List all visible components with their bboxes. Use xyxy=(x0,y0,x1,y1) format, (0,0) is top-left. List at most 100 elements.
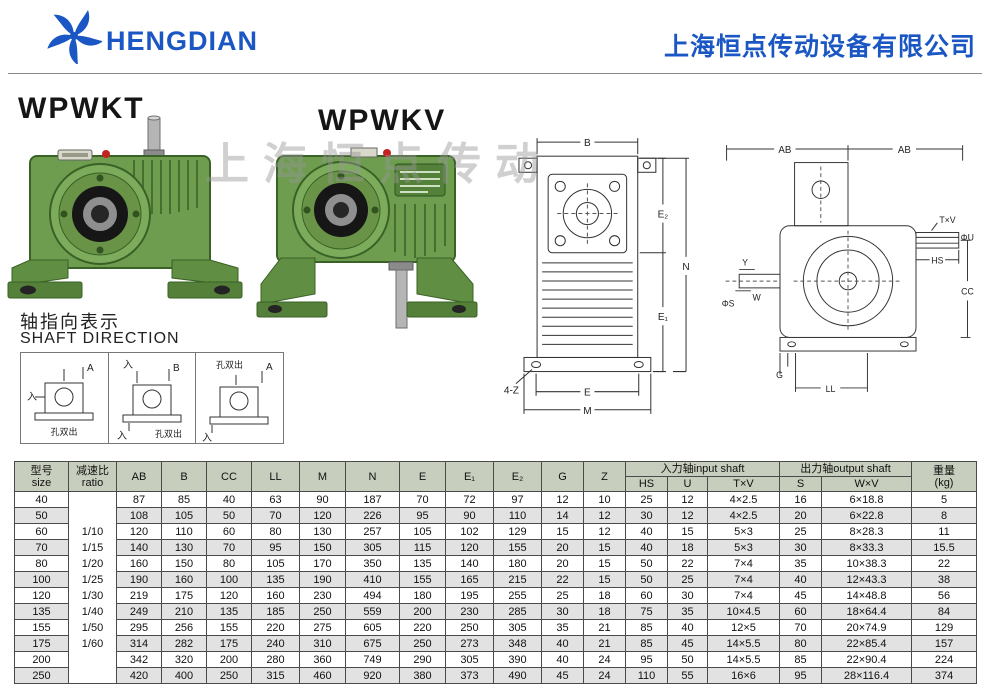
table-cell: 120 xyxy=(206,587,252,604)
table-cell: 16×6 xyxy=(706,667,781,684)
table-cell: 15 xyxy=(583,539,626,556)
table-cell: 30 xyxy=(667,587,708,604)
dim-label-txv: T×V xyxy=(939,215,955,225)
shaft-direction-label-cn: 轴指向表示 xyxy=(20,312,120,332)
table-cell: 200 xyxy=(206,651,252,668)
ratio-value: 1/60 xyxy=(81,637,104,650)
cell-size: 250 xyxy=(14,667,69,684)
table-cell: 180 xyxy=(493,555,542,572)
table-cell: 348 xyxy=(493,635,542,652)
table-cell: 675 xyxy=(345,635,400,652)
table-cell: 129 xyxy=(911,619,978,636)
model-title-wpwkv: WPWKV xyxy=(318,104,447,137)
table-cell: 45 xyxy=(779,587,823,604)
table-cell: 273 xyxy=(445,635,494,652)
table-cell: 130 xyxy=(161,539,207,556)
table-cell: 80 xyxy=(206,555,252,572)
table-cell: 150 xyxy=(299,539,346,556)
shaft-d1-in-label: 入 xyxy=(27,392,37,403)
table-cell: 90 xyxy=(445,507,494,524)
table-cell: 40 xyxy=(541,635,584,652)
wpwkv-photo xyxy=(256,147,478,329)
table-cell: 140 xyxy=(116,539,162,556)
table-cell: 220 xyxy=(251,619,300,636)
table-cell: 120 xyxy=(445,539,494,556)
table-cell: 195 xyxy=(445,587,494,604)
table-cell: 15 xyxy=(583,555,626,572)
shaft-diagram-3: 孔双出 A 入 xyxy=(196,353,283,444)
shaft-direction-diagrams: 入 A 孔双出 入 B 孔双出 入 孔双出 xyxy=(20,352,284,444)
brand-name: HENGDIAN xyxy=(106,26,259,56)
table-cell: 56 xyxy=(911,587,978,604)
table-cell: 250 xyxy=(299,603,346,620)
ratio-value: 1/10 xyxy=(81,525,104,538)
table-cell: 305 xyxy=(445,651,494,668)
col-header-z: Z xyxy=(583,461,626,492)
table-cell: 28×116.4 xyxy=(821,667,913,684)
table-cell: 70 xyxy=(206,539,252,556)
table-cell: 10 xyxy=(583,491,626,508)
table-cell: 7×4 xyxy=(706,571,781,588)
table-cell: 490 xyxy=(493,667,542,684)
table-cell: 85 xyxy=(625,619,668,636)
shaft-d2-out-label: 孔双出 xyxy=(155,428,182,439)
dim-label-n: N xyxy=(682,262,689,273)
table-cell: 120 xyxy=(116,523,162,540)
col-header-e1: E₁ xyxy=(445,461,494,492)
table-cell: 12 xyxy=(541,491,584,508)
table-cell: 155 xyxy=(206,619,252,636)
table-cell: 210 xyxy=(161,603,207,620)
table-cell: 22×90.4 xyxy=(821,651,913,668)
table-cell: 25 xyxy=(541,587,584,604)
col-header-g: G xyxy=(541,461,584,492)
dim-label-ab1: AB xyxy=(778,145,791,156)
col-header-e2: E₂ xyxy=(493,461,542,492)
table-cell: 50 xyxy=(206,507,252,524)
table-cell: 75 xyxy=(625,603,668,620)
table-cell: 35 xyxy=(779,555,823,572)
table-cell: 22 xyxy=(911,555,978,572)
dim-label-m: M xyxy=(583,406,591,417)
table-cell: 80 xyxy=(779,635,823,652)
table-cell: 18 xyxy=(667,539,708,556)
table-cell: 220 xyxy=(399,619,446,636)
table-cell: 250 xyxy=(399,635,446,652)
table-cell: 8 xyxy=(911,507,978,524)
col-header-m: M xyxy=(299,461,346,492)
table-cell: 85 xyxy=(161,491,207,508)
table-cell: 135 xyxy=(206,603,252,620)
table-cell: 160 xyxy=(116,555,162,572)
table-cell: 85 xyxy=(625,635,668,652)
vent-cap-red xyxy=(383,149,391,157)
table-cell: 320 xyxy=(161,651,207,668)
table-cell: 140 xyxy=(445,555,494,572)
spec-table: 型号 size 减速比 ratio AB B CC LL M N E E₁ E₂… xyxy=(14,461,978,684)
model-title-wpwkt: WPWKT xyxy=(18,92,145,125)
table-cell: 8×28.3 xyxy=(821,523,913,540)
col-group-input-shaft: 入力轴input shaft xyxy=(624,461,781,477)
table-cell: 280 xyxy=(251,651,300,668)
table-cell: 256 xyxy=(161,619,207,636)
shaft-diagram-3-drawing: 孔双出 A 入 xyxy=(202,359,273,444)
table-cell: 14×5.5 xyxy=(706,651,781,668)
dim-label-phis: ΦS xyxy=(722,298,735,308)
table-cell: 45 xyxy=(667,635,708,652)
table-cell: 255 xyxy=(493,587,542,604)
cell-size: 155 xyxy=(14,619,69,636)
table-cell: 305 xyxy=(345,539,400,556)
table-cell: 400 xyxy=(161,667,207,684)
shaft-diagram-2-drawing: 入 B 孔双出 入 xyxy=(117,360,182,442)
col-header-e: E xyxy=(399,461,446,492)
col-header-weight: 重量 (kg) xyxy=(911,461,978,492)
table-cell: 40 xyxy=(779,571,823,588)
col-header-hs: HS xyxy=(625,476,668,492)
table-cell: 155 xyxy=(399,571,446,588)
table-cell: 24 xyxy=(583,651,626,668)
table-cell: 70 xyxy=(779,619,823,636)
table-cell: 4×2.5 xyxy=(706,491,781,508)
